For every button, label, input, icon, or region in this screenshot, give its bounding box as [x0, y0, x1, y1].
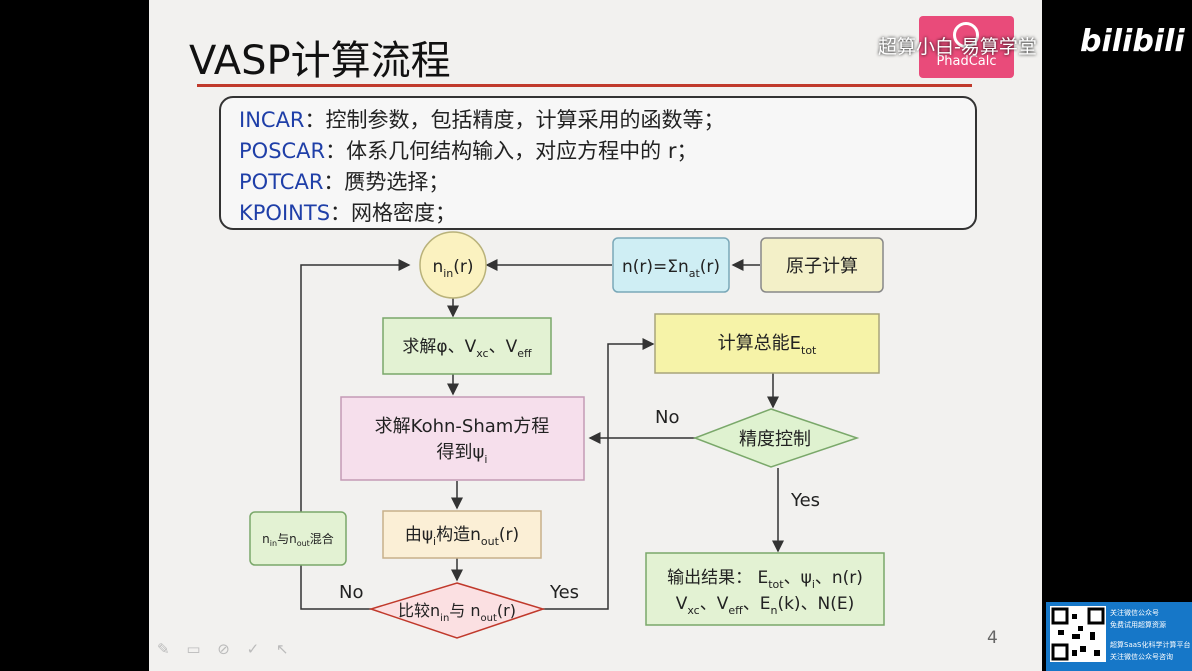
- qr-text-2: 免费试用超算资源: [1110, 621, 1166, 629]
- edge-label-no-compare: No: [339, 582, 363, 603]
- qr-text-1: 关注微信公众号: [1110, 609, 1159, 617]
- kohn-sham-node: [340, 396, 585, 481]
- solve-potential-node: [382, 317, 552, 375]
- compare-label: 比较nin与 nout(r): [398, 601, 516, 624]
- info-line-potcar: POTCAR：赝势选择；: [239, 166, 449, 196]
- compare-decision: [368, 582, 546, 639]
- atomic-density-node: [612, 237, 730, 293]
- total-energy-node: [654, 313, 880, 374]
- slide: VASP计算流程 PhadCalc INCAR：控制参数，包括精度，计算采用的函…: [149, 0, 1042, 671]
- arrow-no-loop: [300, 259, 411, 610]
- output-line2: Vxc、Veff、En(k)、N(E): [676, 594, 855, 617]
- nin-label: nin(r): [432, 257, 473, 280]
- kohn-sham-line2: 得到ψi: [437, 442, 488, 466]
- slide-pen-toolbar[interactable]: ✎ ▭ ⊘ ✓ ↖: [157, 640, 295, 658]
- bilibili-logo: bilibili: [1080, 24, 1185, 59]
- logo-ring-icon: [953, 22, 979, 48]
- qr-text-4: 关注微信公众号咨询: [1110, 653, 1173, 661]
- atomic-calc-node: [760, 237, 884, 293]
- info-key: POSCAR: [239, 139, 326, 163]
- construct-density-node: [382, 510, 542, 559]
- qr-pattern: [1051, 607, 1105, 661]
- mixing-node: [249, 511, 347, 566]
- edge-label-no-precision: No: [655, 407, 679, 428]
- info-desc: ：赝势选择；: [323, 170, 450, 194]
- qr-promo-panel: 关注微信公众号 免费试用超算资源 超算SaaS化科学计算平台 关注微信公众号咨询: [1046, 602, 1192, 671]
- uploader-watermark: 超算小白-易算学堂: [878, 36, 1037, 58]
- construct-density-label: 由ψi构造nout(r): [405, 525, 519, 548]
- precision-decision: [692, 408, 860, 468]
- edge-label-yes-compare: Yes: [549, 582, 579, 603]
- info-desc: ：控制参数，包括精度，计算采用的函数等；: [304, 108, 725, 132]
- info-key: KPOINTS: [239, 201, 331, 225]
- solve-potential-label: 求解φ、Vxc、Veff: [402, 337, 532, 360]
- logo-text: PhadCalc: [936, 54, 997, 69]
- qr-text-3: 超算SaaS化科学计算平台: [1110, 641, 1191, 649]
- nin-node: [419, 231, 487, 299]
- info-key: POTCAR: [239, 170, 324, 194]
- info-line-incar: INCAR：控制参数，包括精度，计算采用的函数等；: [239, 104, 725, 134]
- mixing-label: nin与nout混合: [262, 531, 334, 548]
- info-line-poscar: POSCAR：体系几何结构输入，对应方程中的 r；: [239, 135, 697, 165]
- info-key: INCAR: [239, 108, 305, 132]
- total-energy-label: 计算总能Etot: [718, 333, 817, 357]
- kohn-sham-line1: 求解Kohn-Sham方程: [375, 416, 550, 437]
- info-line-kpoints: KPOINTS：网格密度；: [239, 197, 456, 227]
- info-desc: ：体系几何结构输入，对应方程中的 r；: [325, 139, 698, 163]
- connectors: [300, 259, 784, 610]
- qr-code-icon: [1050, 606, 1106, 662]
- info-desc: ：网格密度；: [330, 201, 457, 225]
- flowchart: nin(r) n(r)=Σnat(r) 原子计算 求解φ、Vxc、Veff 计算…: [249, 231, 885, 639]
- output-line1: 输出结果： Etot、ψi、n(r): [667, 568, 863, 591]
- page-number: 4: [987, 628, 998, 648]
- slide-title: VASP计算流程: [189, 38, 451, 84]
- phadcalc-logo: PhadCalc: [919, 16, 1014, 78]
- precision-label: 精度控制: [739, 429, 811, 450]
- title-underline: [197, 84, 972, 87]
- atomic-calc-label: 原子计算: [786, 256, 858, 277]
- output-node: [645, 552, 885, 626]
- edge-label-yes-precision: Yes: [790, 490, 820, 511]
- atomic-density-label: n(r)=Σnat(r): [622, 257, 720, 280]
- arrow-yes-to-energy: [543, 338, 655, 610]
- input-files-box: INCAR：控制参数，包括精度，计算采用的函数等； POSCAR：体系几何结构输…: [219, 96, 977, 230]
